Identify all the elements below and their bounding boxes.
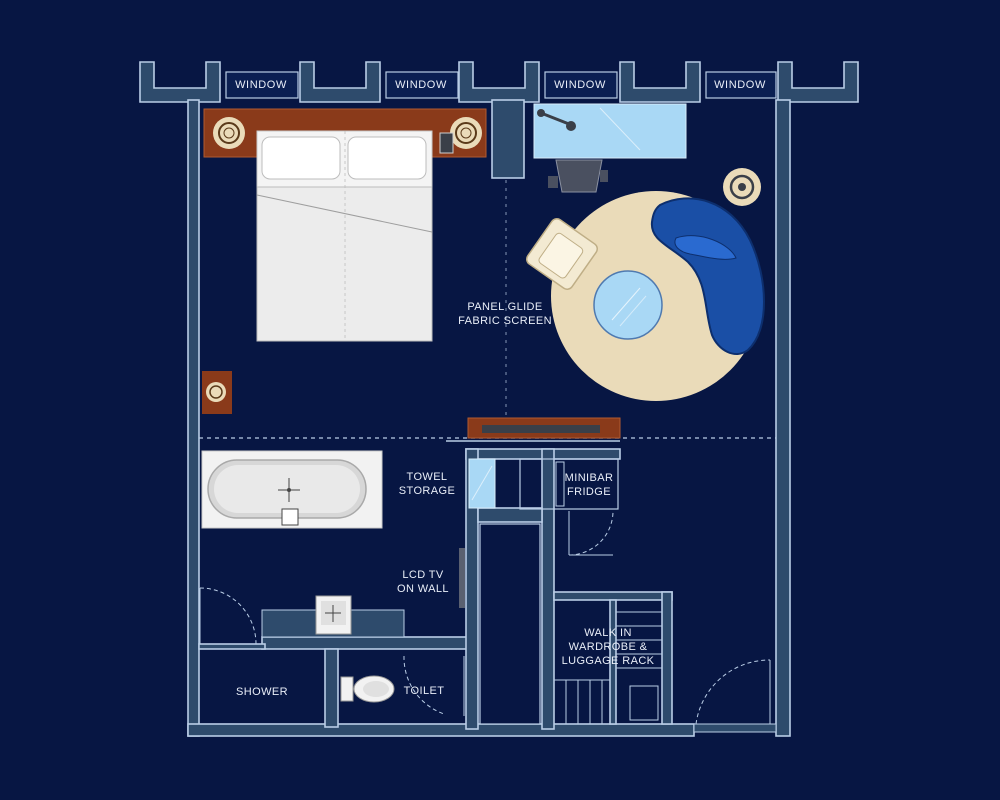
minibar-line-1: MINIBAR xyxy=(564,472,614,484)
window-label-1: WINDOW xyxy=(235,79,287,91)
pillar-5 xyxy=(777,61,859,103)
floor-lamp xyxy=(723,168,761,206)
window-4 xyxy=(705,71,777,99)
sink xyxy=(315,595,352,635)
lcd-tv-label: LCD TV ON WALL xyxy=(390,568,456,596)
tv-unit xyxy=(482,425,600,433)
toilet-fixture xyxy=(340,675,395,703)
tv-line-2: ON WALL xyxy=(397,583,449,595)
pillow-left xyxy=(261,136,341,180)
wardrobe-label: WALK IN WARDROBE & LUGGAGE RACK xyxy=(558,626,658,668)
desk xyxy=(533,103,687,159)
wardrobe-top xyxy=(553,591,673,601)
wardrobe-line-3: LUGGAGE RACK xyxy=(561,655,655,667)
pillar-4 xyxy=(619,61,701,103)
window-2 xyxy=(385,71,459,99)
phone-icon xyxy=(439,132,454,154)
windows xyxy=(225,71,777,99)
fabric-screen-line-1: PANEL GLIDE xyxy=(467,301,543,313)
towel-line-1: TOWEL xyxy=(406,471,448,483)
window-3 xyxy=(544,71,618,99)
towel-line-2: STORAGE xyxy=(398,485,456,497)
bathtub xyxy=(201,450,383,529)
wardrobe-line-1: WALK IN xyxy=(584,627,632,639)
wardrobe-shelves xyxy=(553,599,662,725)
fabric-screen-line-2: FABRIC SCREEN xyxy=(458,315,552,327)
window-column xyxy=(491,99,525,179)
left-stub xyxy=(198,643,266,650)
core-cap xyxy=(477,507,543,523)
toilet-label: TOILET xyxy=(403,685,445,697)
wardrobe-right xyxy=(661,591,673,725)
window-1 xyxy=(225,71,299,99)
shower-label: SHOWER xyxy=(236,686,288,698)
window-label-4: WINDOW xyxy=(714,79,766,91)
bath-drain xyxy=(281,508,299,526)
door-swings xyxy=(199,510,771,725)
desk-lamp-icon xyxy=(537,109,576,131)
core-left xyxy=(465,448,479,730)
pillow-right xyxy=(347,136,427,180)
fabric-screen-label: PANEL GLIDE FABRIC SCREEN xyxy=(452,300,558,328)
bottom-wall xyxy=(187,723,695,737)
wall-light-icon xyxy=(202,371,232,414)
minibar-label: MINIBAR FRIDGE xyxy=(558,471,620,499)
core-void xyxy=(479,523,541,725)
right-wall xyxy=(775,99,791,737)
bed xyxy=(256,130,433,342)
wardrobe-line-2: WARDROBE & xyxy=(568,641,648,653)
pillar-1 xyxy=(139,61,221,103)
minibar-line-2: FRIDGE xyxy=(567,486,611,498)
coffee-table xyxy=(593,270,663,340)
pillar-2 xyxy=(299,61,381,103)
shower-wall xyxy=(324,648,339,728)
left-wall xyxy=(187,99,200,737)
lcd-tv-wall xyxy=(459,548,465,608)
window-label-2: WINDOW xyxy=(395,79,447,91)
bedside-lamp-right xyxy=(450,117,482,149)
entry-door-frame xyxy=(693,723,777,733)
bedside-lamp-left xyxy=(213,117,245,149)
minibar-box xyxy=(519,458,619,510)
window-label-3: WINDOW xyxy=(554,79,606,91)
desk-chair xyxy=(548,159,608,193)
armchair xyxy=(526,218,598,290)
towel-storage-label: TOWEL STORAGE xyxy=(393,470,461,498)
tv-line-1: LCD TV xyxy=(402,569,444,581)
vanity-wall xyxy=(261,636,469,650)
pillar-3 xyxy=(458,61,540,103)
core-mid xyxy=(541,448,555,730)
